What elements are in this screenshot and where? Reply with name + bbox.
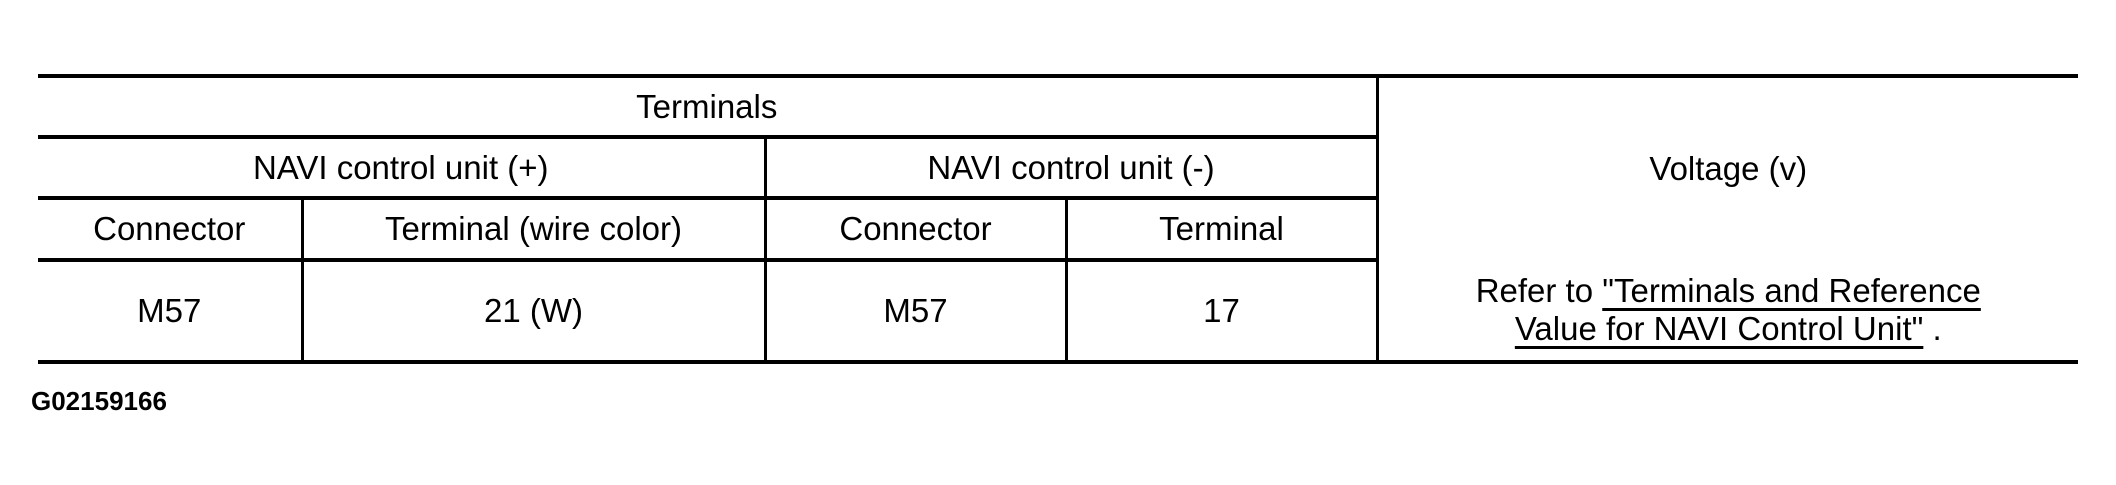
col-header-connector-minus: Connector (763, 198, 1066, 262)
col-header-terminal-minus: Terminal (1064, 198, 1378, 262)
header-voltage: Voltage (v) (1375, 74, 2079, 260)
voltage-reference-link-line2[interactable]: Value for NAVI Control Unit" (1514, 310, 1924, 347)
col-header-connector-plus: Connector (38, 198, 302, 262)
header-row-terminals: Terminals Voltage (v) (38, 74, 2079, 260)
header-row-columns: Connector Terminal (wire color) Connecto… (38, 198, 2078, 262)
header-terminals-group: Terminals (38, 74, 1378, 139)
voltage-reference-period: . (1923, 310, 1942, 347)
cell-connector-plus: M57 (38, 260, 302, 364)
voltage-reference-prefix: Refer to (1475, 272, 1603, 310)
cell-terminal-wire-color: 21 (W) (300, 260, 765, 364)
voltage-reference-link-line1[interactable]: "Terminals and Reference (1602, 272, 1981, 310)
header-navi-control-unit-minus: NAVI control unit (-) (763, 137, 1378, 200)
terminals-reference-table: Terminals Voltage (v) NAVI control unit … (38, 74, 2079, 364)
cell-terminal-minus: 17 (1064, 260, 1378, 364)
figure-id: G02159166 (31, 386, 167, 416)
cell-connector-minus: M57 (763, 260, 1066, 364)
col-header-terminal-wire-color: Terminal (wire color) (300, 198, 765, 262)
header-navi-control-unit-plus: NAVI control unit (+) (38, 137, 765, 200)
table-row: M57 21 (W) M57 17 Refer to "Terminals an… (38, 260, 2079, 364)
header-row-navi-units: NAVI control unit (+) NAVI control unit … (38, 137, 2078, 200)
